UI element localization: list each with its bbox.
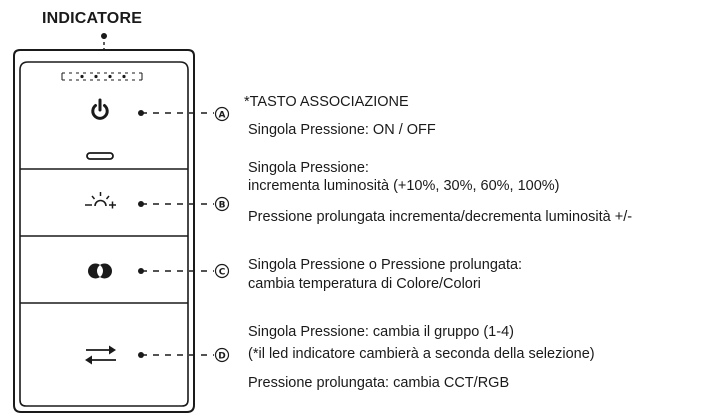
leader-b — [138, 201, 214, 207]
leader-d — [138, 352, 214, 358]
color-desc-line2: cambia temperatura di Colore/Colori — [248, 276, 481, 292]
svg-text:D: D — [218, 351, 225, 361]
svg-text:C: C — [219, 267, 226, 277]
swap-arrows-icon[interactable] — [85, 345, 116, 365]
button-dividers — [20, 168, 188, 304]
brightness-up-icon[interactable] — [85, 192, 116, 209]
group-desc-line2: (*il led indicatore cambierà a seconda d… — [248, 346, 595, 362]
indicator-led-row — [61, 72, 143, 81]
remote-body — [13, 49, 195, 413]
brightness-desc-line3: Pressione prolungata incrementa/decremen… — [248, 209, 633, 225]
marker-a: A — [214, 106, 230, 122]
color-temperature-icon[interactable] — [88, 263, 112, 279]
leader-c — [138, 268, 214, 274]
svg-text:A: A — [219, 110, 226, 120]
marker-d: D — [214, 347, 230, 363]
indicator-title: INDICATORE — [42, 10, 143, 27]
group-desc-line3: Pressione prolungata: cambia CCT/RGB — [248, 375, 510, 391]
power-button-note: *TASTO ASSOCIAZIONE — [244, 94, 409, 110]
color-desc-line1: Singola Pressione o Pressione prolungata… — [248, 257, 523, 273]
svg-text:B: B — [219, 200, 226, 210]
group-desc-line1: Singola Pressione: cambia il gruppo (1-4… — [248, 324, 514, 340]
marker-b: B — [214, 196, 230, 212]
power-button-desc: Singola Pressione: ON / OFF — [248, 122, 436, 138]
power-icon[interactable] — [91, 98, 109, 120]
marker-c: C — [214, 263, 230, 279]
pairing-slot — [86, 152, 114, 160]
brightness-desc-line1: Singola Pressione: — [248, 160, 369, 176]
brightness-desc-line2: incrementa luminosità (+10%, 30%, 60%, 1… — [248, 178, 560, 194]
leader-a — [138, 110, 214, 116]
